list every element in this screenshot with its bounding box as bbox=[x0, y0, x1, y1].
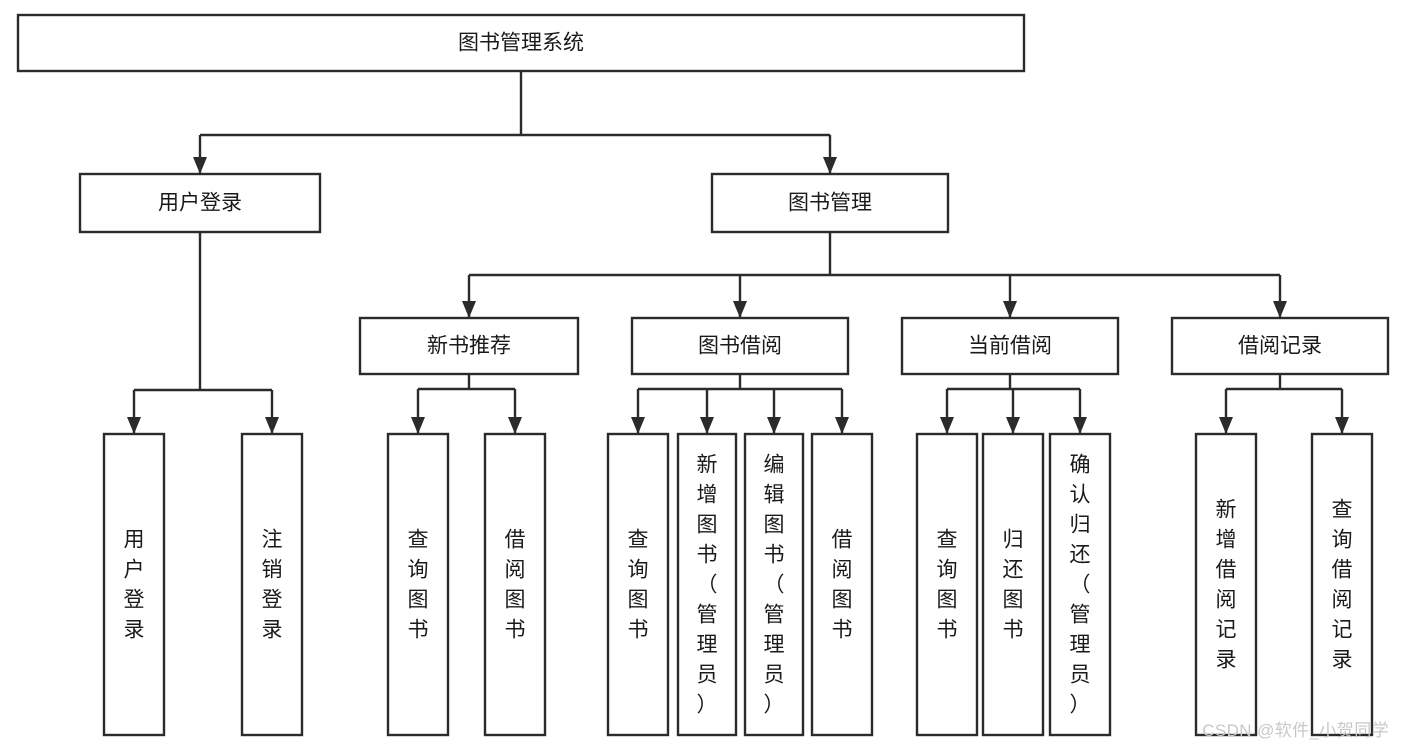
node-leaf-borrow-book-1[interactable]: 借阅图书 bbox=[483, 432, 547, 737]
node-box-leaf-user-logout bbox=[240, 432, 304, 737]
arrow-head bbox=[835, 417, 849, 434]
node-label-borrow-record: 借阅记录 bbox=[1238, 335, 1322, 358]
node-label-current-borrow: 当前借阅 bbox=[968, 335, 1052, 358]
arrow-head bbox=[1273, 301, 1287, 318]
edge-group-new-book-recommend bbox=[411, 374, 522, 434]
node-box-leaf-query-book-3 bbox=[915, 432, 979, 737]
arrow-head bbox=[1073, 417, 1087, 434]
arrow-head bbox=[1219, 417, 1233, 434]
node-box-root bbox=[16, 13, 1026, 73]
node-label-leaf-query-book-1: 查询图书 bbox=[408, 529, 429, 642]
node-leaf-query-book-1[interactable]: 查询图书 bbox=[386, 432, 450, 737]
arrow-head bbox=[508, 417, 522, 434]
node-label-root: 图书管理系统 bbox=[458, 32, 584, 55]
arrow-head bbox=[462, 301, 476, 318]
node-leaf-query-book-3[interactable]: 查询图书 bbox=[915, 432, 979, 737]
node-label-leaf-edit-book: 编辑图书（管理员） bbox=[764, 454, 785, 717]
node-label-leaf-query-record: 查询借阅记录 bbox=[1332, 499, 1353, 672]
node-label-new-book-recommend: 新书推荐 bbox=[427, 335, 511, 358]
node-box-leaf-query-book-1 bbox=[386, 432, 450, 737]
node-leaf-query-record[interactable]: 查询借阅记录 bbox=[1310, 432, 1374, 737]
node-borrow-record[interactable]: 借阅记录 bbox=[1170, 316, 1390, 376]
node-box-leaf-add-book bbox=[676, 432, 738, 737]
node-label-leaf-confirm-return: 确认归还（管理员） bbox=[1070, 454, 1091, 717]
node-leaf-query-book-2[interactable]: 查询图书 bbox=[606, 432, 670, 737]
node-label-leaf-return-book: 归还图书 bbox=[1003, 529, 1024, 642]
node-label-leaf-add-book: 新增图书（管理员） bbox=[697, 454, 718, 717]
node-new-book-recommend[interactable]: 新书推荐 bbox=[358, 316, 580, 376]
edge-group-book-manage bbox=[462, 232, 1287, 318]
node-user-login[interactable]: 用户登录 bbox=[78, 172, 322, 234]
node-leaf-add-book[interactable]: 新增图书（管理员） bbox=[676, 432, 738, 737]
arrow-head bbox=[265, 417, 279, 434]
node-label-book-borrow: 图书借阅 bbox=[698, 335, 782, 358]
node-label-leaf-borrow-book-1: 借阅图书 bbox=[505, 529, 526, 642]
nodes-layer: 图书管理系统用户登录图书管理新书推荐图书借阅当前借阅借阅记录用户登录注销登录查询… bbox=[16, 13, 1390, 737]
node-leaf-edit-book[interactable]: 编辑图书（管理员） bbox=[743, 432, 805, 737]
arrow-head bbox=[127, 417, 141, 434]
node-box-current-borrow bbox=[900, 316, 1120, 376]
edges-layer bbox=[127, 71, 1349, 434]
node-box-leaf-return-book bbox=[981, 432, 1045, 737]
node-label-leaf-borrow-book-2: 借阅图书 bbox=[832, 529, 853, 642]
node-leaf-add-record[interactable]: 新增借阅记录 bbox=[1194, 432, 1258, 737]
node-box-leaf-add-record bbox=[1194, 432, 1258, 737]
node-leaf-confirm-return[interactable]: 确认归还（管理员） bbox=[1048, 432, 1112, 737]
node-leaf-user-logout[interactable]: 注销登录 bbox=[240, 432, 304, 737]
node-box-leaf-confirm-return bbox=[1048, 432, 1112, 737]
node-box-leaf-borrow-book-1 bbox=[483, 432, 547, 737]
node-box-leaf-query-record bbox=[1310, 432, 1374, 737]
node-box-leaf-user-login bbox=[102, 432, 166, 737]
node-label-leaf-user-login: 用户登录 bbox=[124, 529, 145, 642]
node-label-leaf-add-record: 新增借阅记录 bbox=[1216, 499, 1237, 672]
edge-group-book-borrow bbox=[631, 374, 849, 434]
arrow-head bbox=[631, 417, 645, 434]
arrow-head bbox=[1003, 301, 1017, 318]
arrow-head bbox=[767, 417, 781, 434]
node-leaf-borrow-book-2[interactable]: 借阅图书 bbox=[810, 432, 874, 737]
arrow-head bbox=[940, 417, 954, 434]
arrow-head bbox=[1335, 417, 1349, 434]
edge-group-root bbox=[193, 71, 837, 174]
node-label-leaf-user-logout: 注销登录 bbox=[262, 529, 283, 642]
arrow-head bbox=[1006, 417, 1020, 434]
node-current-borrow[interactable]: 当前借阅 bbox=[900, 316, 1120, 376]
node-leaf-user-login[interactable]: 用户登录 bbox=[102, 432, 166, 737]
node-label-leaf-query-book-3: 查询图书 bbox=[937, 529, 958, 642]
node-box-book-borrow bbox=[630, 316, 850, 376]
node-label-user-login: 用户登录 bbox=[158, 192, 242, 215]
node-root[interactable]: 图书管理系统 bbox=[16, 13, 1026, 73]
node-box-book-manage bbox=[710, 172, 950, 234]
arrow-head bbox=[193, 157, 207, 174]
edge-group-current-borrow bbox=[940, 374, 1087, 434]
node-box-leaf-borrow-book-2 bbox=[810, 432, 874, 737]
node-label-leaf-query-book-2: 查询图书 bbox=[628, 529, 649, 642]
edge-group-borrow-record bbox=[1219, 374, 1349, 434]
arrow-head bbox=[733, 301, 747, 318]
node-box-user-login bbox=[78, 172, 322, 234]
node-box-borrow-record bbox=[1170, 316, 1390, 376]
arrow-head bbox=[823, 157, 837, 174]
edge-group-user-login bbox=[127, 232, 279, 434]
node-label-book-manage: 图书管理 bbox=[788, 192, 872, 215]
node-book-borrow[interactable]: 图书借阅 bbox=[630, 316, 850, 376]
node-box-new-book-recommend bbox=[358, 316, 580, 376]
node-box-leaf-query-book-2 bbox=[606, 432, 670, 737]
node-box-leaf-edit-book bbox=[743, 432, 805, 737]
arrow-head bbox=[700, 417, 714, 434]
node-leaf-return-book[interactable]: 归还图书 bbox=[981, 432, 1045, 737]
node-book-manage[interactable]: 图书管理 bbox=[710, 172, 950, 234]
arrow-head bbox=[411, 417, 425, 434]
